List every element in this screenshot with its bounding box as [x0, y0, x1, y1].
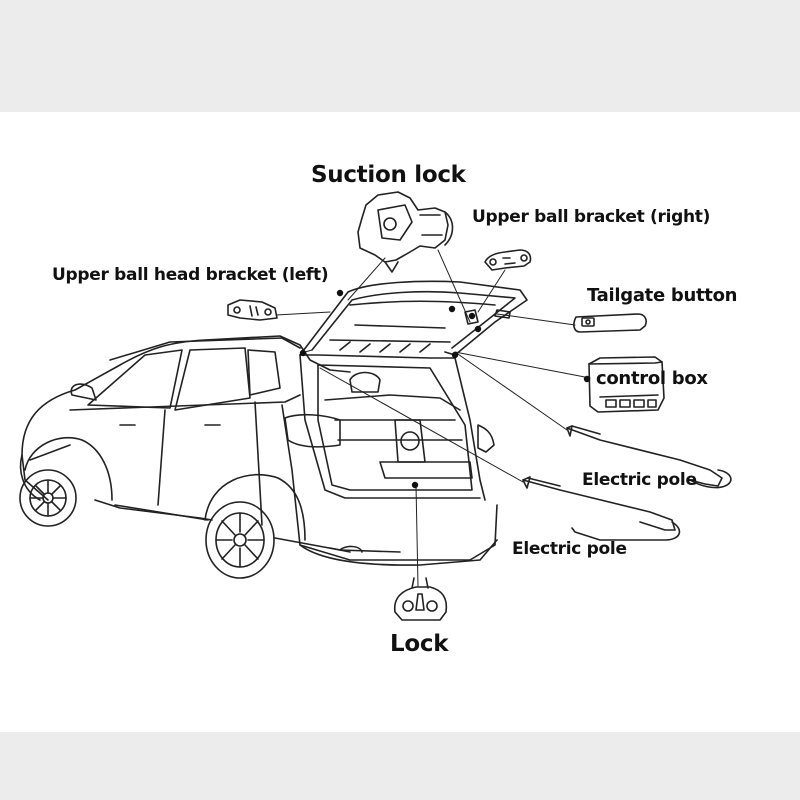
- bottom-band: [0, 732, 800, 800]
- electric-pole-2-part: [522, 476, 681, 541]
- lock-part: [393, 577, 448, 621]
- white-panel: [0, 112, 800, 732]
- label-suction-lock: Suction lock: [311, 162, 466, 188]
- electric-pole-1-part: [566, 425, 732, 489]
- rear-wheel: [205, 501, 275, 579]
- right-bracket-part: [484, 249, 532, 271]
- label-upper-ball-bracket-right: Upper ball bracket (right): [472, 207, 711, 227]
- leader-lines: [275, 249, 591, 587]
- label-control-box: control box: [596, 368, 708, 389]
- control-box-part: [588, 356, 665, 413]
- front-wheel: [19, 469, 77, 527]
- left-bracket-part: [227, 299, 278, 321]
- label-tailgate-button: Tailgate button: [587, 285, 738, 306]
- top-band: [0, 0, 800, 112]
- label-electric-pole-2: Electric pole: [512, 539, 627, 559]
- label-electric-pole-1: Electric pole: [582, 470, 697, 490]
- label-upper-ball-head-bracket-left: Upper ball head bracket (left): [52, 265, 329, 285]
- car-body-outline: [19, 335, 498, 566]
- open-tailgate: [299, 280, 528, 356]
- suction-lock-part: [357, 191, 454, 273]
- tailgate-button-part: [573, 313, 647, 333]
- tailgate-opening: [299, 354, 486, 501]
- label-lock: Lock: [390, 631, 449, 657]
- taillight: [284, 413, 341, 448]
- attachment-dots: [299, 289, 591, 489]
